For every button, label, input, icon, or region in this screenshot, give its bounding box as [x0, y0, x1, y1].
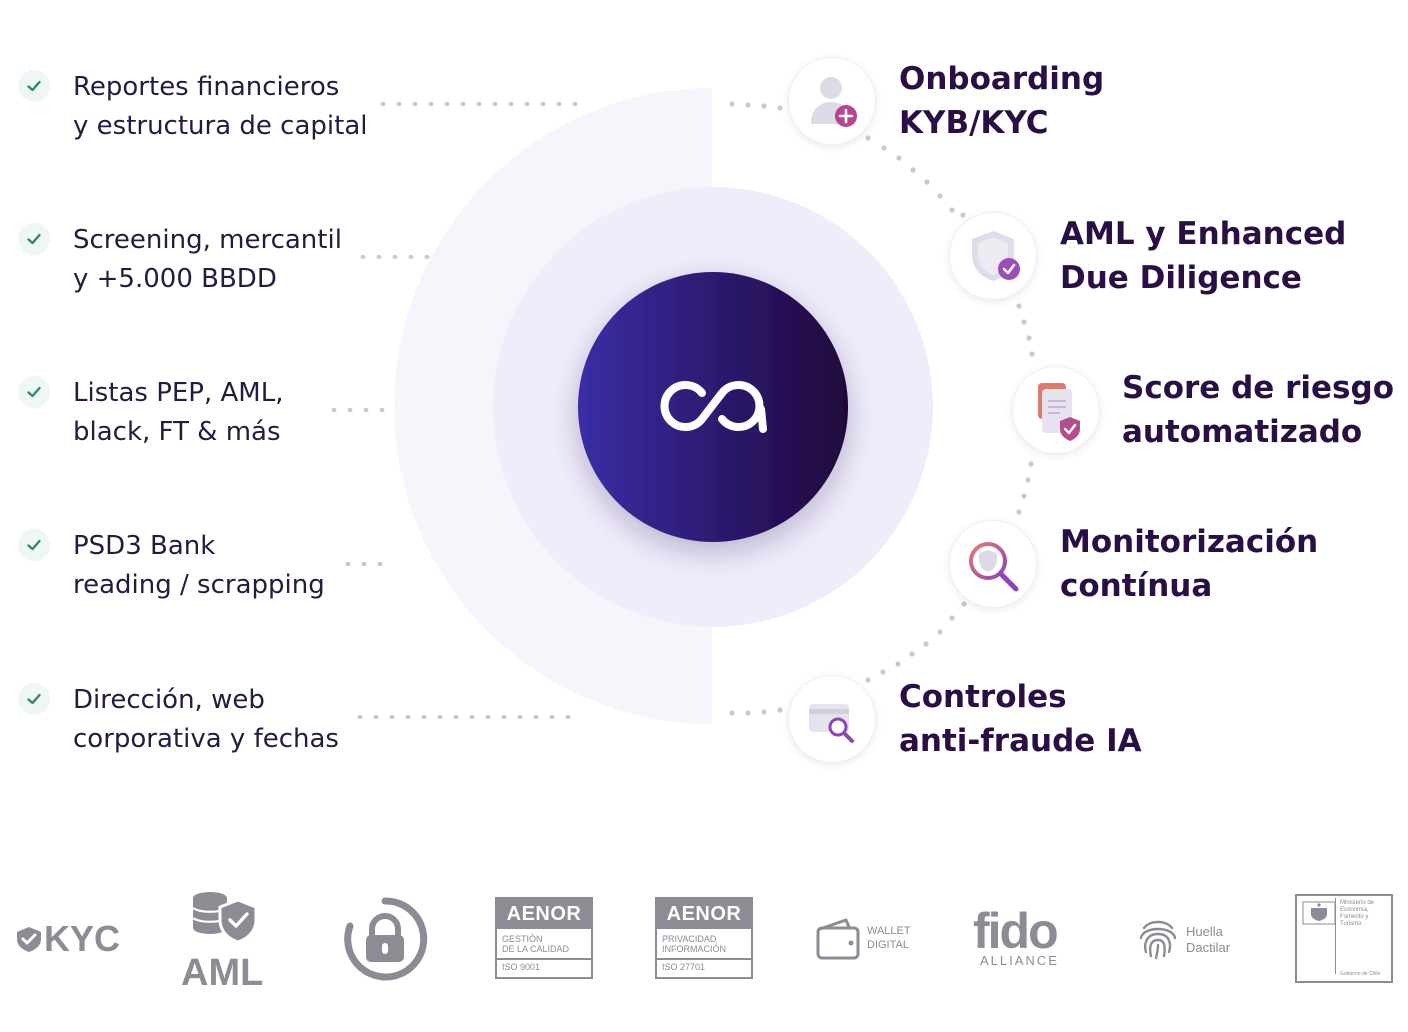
document-shield-icon [1038, 383, 1080, 441]
service-line: anti-fraude IA [899, 723, 1142, 759]
connector-dots [355, 255, 433, 259]
service-title: AML y Enhanced Due Diligence [1060, 212, 1346, 300]
aenor-brand: AENOR [657, 899, 751, 929]
aml-logo: AML [181, 952, 264, 994]
check-icon [18, 70, 50, 102]
service-title: Onboarding KYB/KYC [899, 57, 1104, 145]
ministerio-line: Turismo [1340, 921, 1362, 927]
huella-line: Huella [1186, 924, 1223, 939]
feature-line: reading / scrapping [73, 570, 325, 600]
connector-dots [352, 715, 577, 719]
ministerio-line: Ministerio de [1340, 900, 1375, 906]
aenor-line: PRIVACIDAD [662, 934, 717, 944]
check-icon [18, 223, 50, 255]
service-title: Score de riesgo automatizado [1122, 366, 1394, 454]
feature-line: Dirección, web [73, 685, 265, 715]
fingerprint-icon [1139, 920, 1177, 960]
lock-icon [344, 897, 428, 981]
service-line: Monitorización [1060, 524, 1319, 560]
service-title: Monitorización contínua [1060, 520, 1318, 608]
feature-item: Listas PEP, AML, black, FT & más [73, 374, 283, 452]
shield-check-icon [972, 231, 1020, 281]
aenor-privacy-badge: AENOR PRIVACIDAD INFORMACIÓN ISO 27701 [655, 897, 753, 979]
feature-line: corporativa y fechas [73, 724, 339, 754]
user-add-icon [811, 77, 857, 127]
connector-dots [326, 408, 390, 412]
aenor-code: ISO 27701 [662, 962, 706, 972]
service-icon-score [1012, 366, 1100, 454]
aenor-line: INFORMACIÓN [662, 944, 726, 954]
feature-line: y +5.000 BBDD [73, 264, 277, 294]
wallet-label: WALLET DIGITAL [867, 924, 911, 952]
feature-line: PSD3 Bank [73, 531, 216, 561]
service-line: Due Diligence [1060, 260, 1302, 296]
service-icon-aml [949, 212, 1037, 300]
fido-logo: fido [973, 903, 1059, 959]
infinity-logo-icon [660, 381, 767, 433]
service-line: Score de riesgo [1122, 370, 1394, 406]
ministerio-text: Ministerio de Economía, Fomento y Turism… [1340, 900, 1374, 928]
wallet-icon [816, 918, 860, 960]
ministerio-footer: Gobierno de Chile [1340, 971, 1381, 977]
feature-line: Screening, mercantil [73, 225, 342, 255]
aenor-brand: AENOR [497, 899, 591, 929]
ministerio-line: Economía, [1340, 907, 1369, 913]
feature-item: Screening, mercantil y +5.000 BBDD [73, 221, 342, 299]
check-icon [18, 529, 50, 561]
aenor-line: GESTIÓN [502, 934, 543, 944]
huella-label: Huella Dactilar [1186, 924, 1230, 956]
feature-line: Listas PEP, AML, [73, 378, 284, 408]
service-line: AML y Enhanced [1060, 216, 1347, 252]
connector-dots [340, 562, 388, 566]
feature-line: black, FT & más [73, 417, 281, 447]
service-icon-monitoring [949, 520, 1037, 608]
service-line: Onboarding [899, 61, 1105, 97]
service-line: Controles [899, 679, 1067, 715]
service-icon-onboarding [788, 57, 876, 145]
ministerio-badge: Ministerio de Economía, Fomento y Turism… [1295, 894, 1393, 983]
service-line: automatizado [1122, 414, 1363, 450]
database-shield-icon [192, 892, 258, 944]
ministerio-line: Fomento y [1340, 914, 1369, 920]
shield-check-icon [17, 927, 41, 952]
service-line: KYB/KYC [899, 105, 1049, 141]
kyc-logo: KYC [44, 918, 121, 959]
aenor-line: DE LA CALIDAD [502, 944, 570, 954]
check-icon [18, 376, 50, 408]
card-search-icon [809, 704, 854, 743]
magnifier-shield-icon [969, 542, 1019, 592]
service-line: contínua [1060, 568, 1213, 604]
feature-item: Dirección, web corporativa y fechas [73, 681, 339, 759]
feature-item: PSD3 Bank reading / scrapping [73, 527, 325, 605]
wallet-line: WALLET [867, 925, 911, 937]
huella-line: Dactilar [1186, 940, 1231, 955]
service-icon-antifraud [788, 675, 876, 763]
feature-item: Reportes financieros y estructura de cap… [73, 68, 367, 146]
feature-line: Reportes financieros [73, 72, 340, 102]
aenor-code: ISO 9001 [502, 962, 541, 972]
wallet-line: DIGITAL [867, 939, 909, 951]
check-icon [18, 683, 50, 715]
coat-of-arms-icon [1302, 901, 1336, 925]
fido-alliance: ALLIANCE [980, 953, 1059, 968]
connector-dots [375, 102, 583, 106]
service-title: Controles anti-fraude IA [899, 675, 1142, 763]
aenor-quality-badge: AENOR GESTIÓN DE LA CALIDAD ISO 9001 [495, 897, 593, 979]
feature-line: y estructura de capital [73, 111, 368, 141]
